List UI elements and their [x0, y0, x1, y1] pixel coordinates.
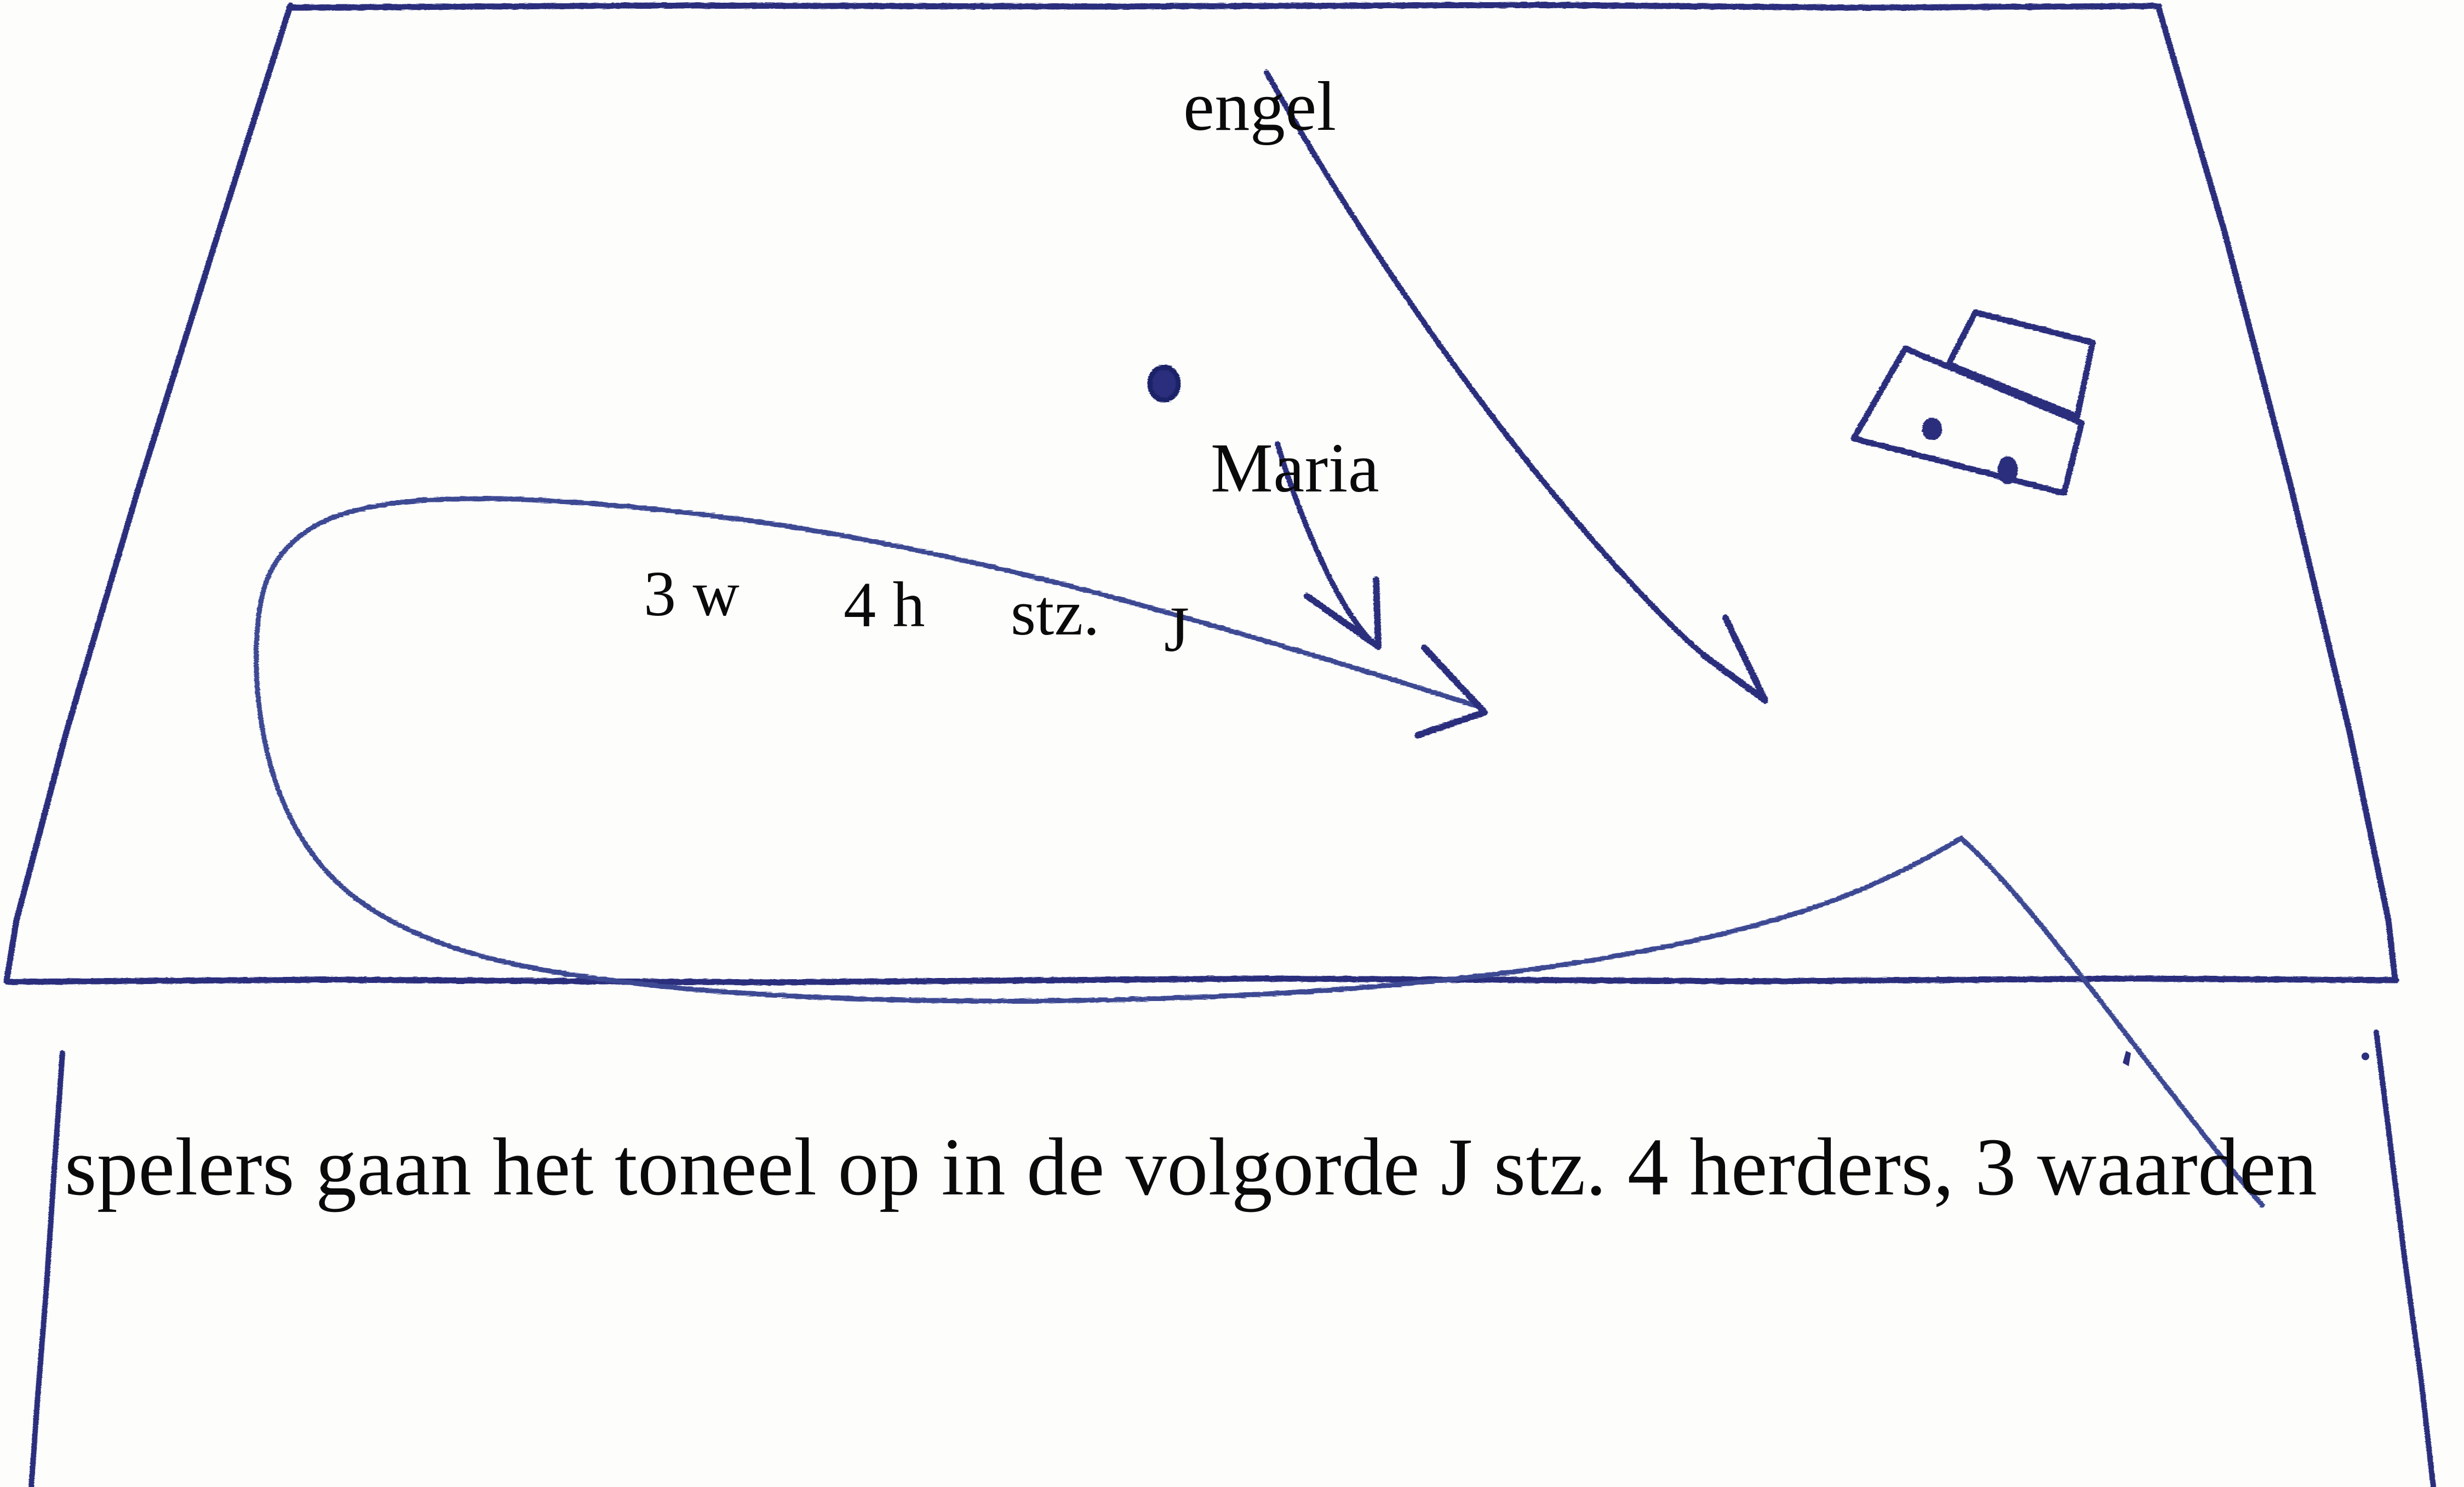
- apron-right-line: [2374, 1030, 2436, 1487]
- maria-arrow-shaft: [1275, 441, 1379, 648]
- prop-crib-upper-rect: [1945, 309, 2096, 420]
- ink-fleck-a: [2123, 1051, 2131, 1066]
- stage-back-edge: [286, 2, 2162, 11]
- maria-arrow: [1275, 441, 1382, 650]
- caption-text: spelers gaan het toneel op in de volgord…: [65, 1122, 2318, 1213]
- label-stz: stz.: [1011, 577, 1100, 649]
- prop-crib: [1850, 309, 2096, 496]
- prop-crib-dot-right: [1997, 456, 2018, 484]
- label-three-waarden: 3 w: [644, 558, 740, 630]
- actor-dot: [1147, 364, 1181, 403]
- stage-front-edge: [4, 975, 2399, 986]
- actor-dot-shape: [1147, 364, 1181, 403]
- stage-right-edge: [2155, 3, 2398, 982]
- label-four-herders: 4 h: [844, 569, 925, 640]
- stage-left-edge: [3, 2, 294, 984]
- prop-crib-dot-left: [1922, 417, 1942, 441]
- engel-arrow-head: [1700, 615, 1768, 704]
- engel-arrow-shaft: [1264, 70, 1766, 700]
- entrance-path-stroke: [254, 496, 2265, 1208]
- entrance-path: [254, 496, 2265, 1208]
- engel-arrow: [1264, 70, 1768, 704]
- maria-arrow-head: [1304, 576, 1382, 650]
- apron-lines: [28, 1030, 2436, 1487]
- ink-fleck-b: [2362, 1053, 2369, 1060]
- label-engel: engel: [1183, 67, 1337, 145]
- ink-flecks: [2123, 1051, 2369, 1066]
- label-j: J: [1164, 593, 1190, 665]
- apron-left-line: [28, 1050, 65, 1487]
- label-maria: Maria: [1211, 429, 1380, 507]
- prop-crib-lower-rect: [1850, 345, 2085, 496]
- stage-outline: [3, 2, 2399, 986]
- entrance-path-arrowhead: [1414, 644, 1488, 739]
